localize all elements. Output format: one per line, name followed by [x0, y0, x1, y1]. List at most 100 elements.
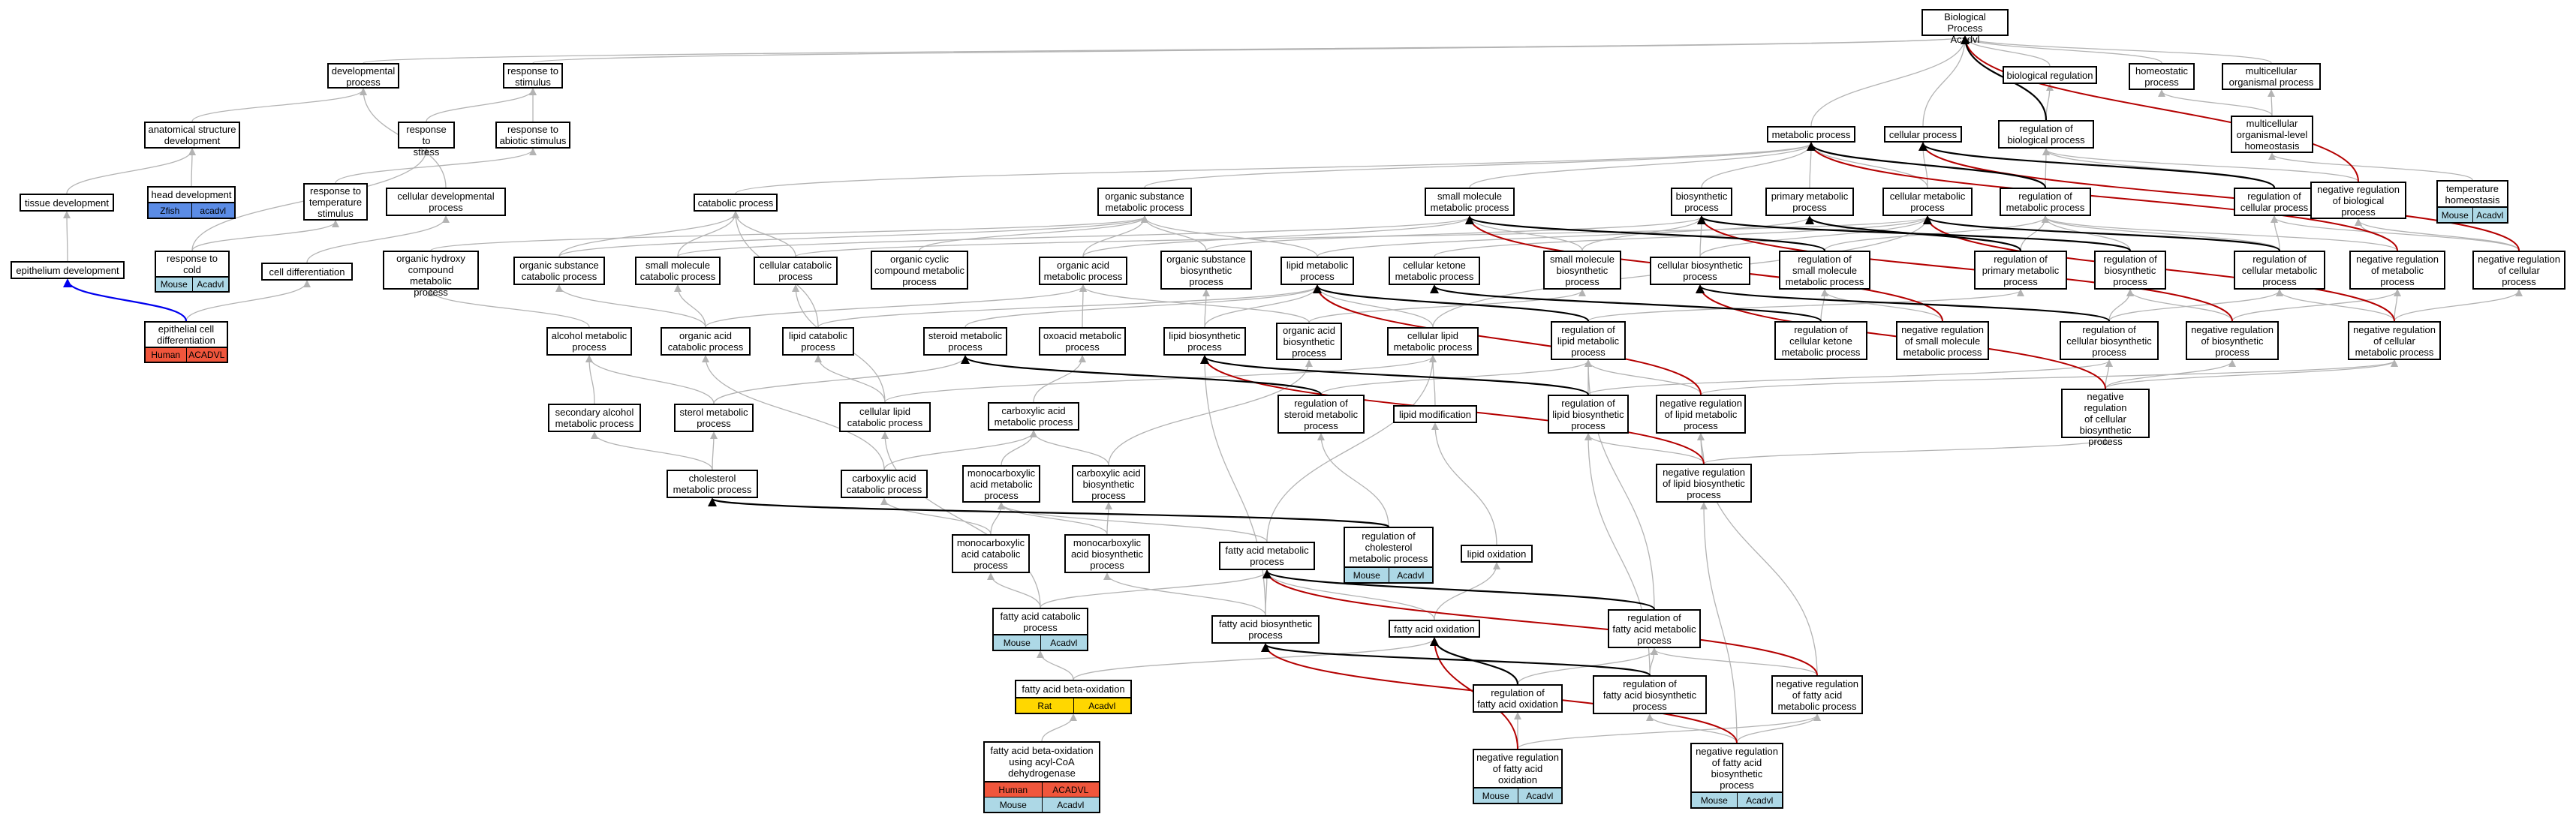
node-secondary-alcohol-metabolic-process[interactable]: secondary alcohol metabolic process — [548, 404, 641, 432]
node-lipid-metabolic-process[interactable]: lipid metabolic process — [1280, 257, 1354, 285]
node-regulation-of-cellular-ketone-metabolic-process[interactable]: regulation of cellular ketone metabolic … — [1774, 321, 1867, 360]
node-metabolic-process[interactable]: metabolic process — [1767, 126, 1855, 143]
node-alcohol-metabolic-process[interactable]: alcohol metabolic process — [546, 327, 632, 356]
node-negative-regulation-of-lipid-metabolic-process[interactable]: negative regulation of lipid metabolic p… — [1656, 395, 1746, 434]
node-carboxylic-acid-biosynthetic-process[interactable]: carboxylic acid biosynthetic process — [1072, 465, 1145, 503]
node-regulation-of-fatty-acid-biosynthetic-process[interactable]: regulation of fatty acid biosynthetic pr… — [1593, 675, 1707, 714]
node-response-to-abiotic-stimulus[interactable]: response to abiotic stimulus — [495, 122, 570, 149]
node-biosynthetic-process[interactable]: biosynthetic process — [1671, 188, 1732, 216]
node-biological-regulation[interactable]: biological regulation — [2003, 66, 2097, 84]
is-a-edge — [1202, 289, 1210, 328]
node-regulation-of-cellular-process[interactable]: regulation of cellular process — [2234, 188, 2315, 216]
node-negative-regulation-of-fatty-acid-biosynthetic-process[interactable]: negative regulation of fatty acid biosyn… — [1690, 743, 1783, 809]
node-negative-regulation-of-lipid-biosynthetic-process[interactable]: negative regulation of lipid biosyntheti… — [1656, 464, 1752, 503]
node-lipid-biosynthetic-process[interactable]: lipid biosynthetic process — [1163, 327, 1246, 356]
node-primary-metabolic-process[interactable]: primary metabolic process — [1765, 188, 1854, 216]
node-negative-regulation-of-biosynthetic-process[interactable]: negative regulation of biosynthetic proc… — [2186, 321, 2279, 360]
node-regulation-of-metabolic-process[interactable]: regulation of metabolic process — [2000, 188, 2091, 216]
node-cellular-catabolic-process[interactable]: cellular catabolic process — [754, 257, 838, 285]
node-organic-cyclic-compound-metabolic-process[interactable]: organic cyclic compound metabolic proces… — [871, 251, 968, 290]
node-regulation-of-cellular-biosynthetic-process[interactable]: regulation of cellular biosynthetic proc… — [2060, 321, 2159, 360]
node-lipid-oxidation[interactable]: lipid oxidation — [1461, 545, 1533, 563]
node-regulation-of-biological-process[interactable]: regulation of biological process — [1998, 120, 2094, 149]
node-negative-regulation-of-cellular-metabolic-process[interactable]: negative regulation of cellular metaboli… — [2348, 321, 2441, 360]
node-negative-regulation-of-small-molecule-metabolic-process[interactable]: negative regulation of small molecule me… — [1896, 321, 1989, 360]
node-organic-substance-metabolic-process[interactable]: organic substance metabolic process — [1097, 188, 1192, 216]
node-lipid-modification[interactable]: lipid modification — [1393, 405, 1477, 423]
node-response-to-temperature-stimulus[interactable]: response to temperature stimulus — [303, 183, 368, 221]
node-sterol-metabolic-process[interactable]: sterol metabolic process — [674, 404, 754, 432]
node-carboxylic-acid-metabolic-process[interactable]: carboxylic acid metabolic process — [988, 402, 1079, 431]
node-small-molecule-metabolic-process[interactable]: small molecule metabolic process — [1425, 188, 1515, 216]
negatively-regulates-edge — [1697, 215, 2233, 322]
node-negative-regulation-of-fatty-acid-metabolic-process[interactable]: negative regulation of fatty acid metabo… — [1771, 675, 1863, 714]
node-negative-regulation-of-metabolic-process[interactable]: negative regulation of metabolic process — [2349, 251, 2445, 290]
node-oxoacid-metabolic-process[interactable]: oxoacid metabolic process — [1039, 327, 1126, 356]
node-fatty-acid-metabolic-process[interactable]: fatty acid metabolic process — [1219, 542, 1315, 570]
node-regulation-of-lipid-biosynthetic-process[interactable]: regulation of lipid biosynthetic process — [1548, 395, 1629, 434]
node-lipid-catabolic-process[interactable]: lipid catabolic process — [782, 327, 854, 356]
node-cellular-process[interactable]: cellular process — [1884, 126, 1962, 143]
node-cellular-developmental-process[interactable]: cellular developmental process — [386, 188, 506, 216]
node-cell-differentiation[interactable]: cell differentiation — [261, 263, 353, 281]
node-carboxylic-acid-catabolic-process[interactable]: carboxylic acid catabolic process — [841, 470, 928, 498]
node-tissue-development[interactable]: tissue development — [20, 194, 114, 212]
node-organic-acid-biosynthetic-process[interactable]: organic acid biosynthetic process — [1276, 323, 1342, 360]
node-multicellular-organismal-process[interactable]: multicellular organismal process — [2222, 63, 2321, 90]
node-small-molecule-catabolic-process[interactable]: small molecule catabolic process — [635, 257, 721, 285]
node-biological-process[interactable]: Biological Process Acadvl — [1921, 9, 2009, 45]
node-organic-substance-biosynthetic-process[interactable]: organic substance biosynthetic process — [1160, 251, 1252, 290]
node-organic-hydroxy-compound-metabolic-process[interactable]: organic hydroxy compound metabolic proce… — [383, 251, 479, 298]
node-negative-regulation-of-cellular-biosynthetic-process[interactable]: negative regulation of cellular biosynth… — [2061, 389, 2150, 447]
node-regulation-of-cholesterol-metabolic-process[interactable]: regulation of cholesterol metabolic proc… — [1344, 527, 1434, 584]
node-regulation-of-primary-metabolic-process[interactable]: regulation of primary metabolic process — [1974, 251, 2067, 290]
node-label: regulation of primary metabolic process — [1982, 253, 2060, 287]
node-monocarboxylic-acid-metabolic-process[interactable]: monocarboxylic acid metabolic process — [962, 465, 1040, 503]
node-catabolic-process[interactable]: catabolic process — [694, 194, 778, 212]
node-negative-regulation-of-biological-process[interactable]: negative regulation of biological proces… — [2310, 182, 2406, 219]
node-regulation-of-fatty-acid-oxidation[interactable]: regulation of fatty acid oxidation — [1473, 684, 1563, 713]
node-monocarboxylic-acid-catabolic-process[interactable]: monocarboxylic acid catabolic process — [952, 534, 1030, 573]
node-multicellular-organismal-homeostasis[interactable]: multicellular organismal-level homeostas… — [2231, 116, 2313, 153]
node-cellular-biosynthetic-process[interactable]: cellular biosynthetic process — [1650, 257, 1750, 285]
is-a-edge — [1204, 284, 1321, 328]
node-anatomical-structure-development[interactable]: anatomical structure development — [144, 122, 240, 149]
node-epithelium-development[interactable]: epithelium development — [11, 261, 125, 279]
node-fatty-acid-oxidation[interactable]: fatty acid oxidation — [1389, 620, 1480, 638]
node-cellular-lipid-catabolic-process[interactable]: cellular lipid catabolic process — [839, 402, 931, 432]
node-cholesterol-metabolic-process[interactable]: cholesterol metabolic process — [667, 470, 758, 498]
node-monocarboxylic-acid-biosynthetic-process[interactable]: monocarboxylic acid biosynthetic process — [1064, 534, 1150, 573]
node-organic-substance-catabolic-process[interactable]: organic substance catabolic process — [513, 257, 605, 285]
node-negative-regulation-of-fatty-acid-oxidation[interactable]: negative regulation of fatty acid oxidat… — [1473, 749, 1563, 804]
node-small-molecule-biosynthetic-process[interactable]: small molecule biosynthetic process — [1543, 251, 1621, 290]
node-cellular-metabolic-process[interactable]: cellular metabolic process — [1882, 188, 1973, 216]
node-response-to-stress[interactable]: response to stress — [398, 122, 455, 158]
node-regulation-of-fatty-acid-metabolic-process[interactable]: regulation of fatty acid metabolic proce… — [1608, 609, 1701, 648]
node-regulation-of-cellular-metabolic-process[interactable]: regulation of cellular metabolic process — [2234, 251, 2325, 290]
node-regulation-of-steroid-metabolic-process[interactable]: regulation of steroid metabolic process — [1277, 395, 1365, 434]
node-fatty-acid-beta-oxidation-using-acyl-coa-dehydrogenase[interactable]: fatty acid beta-oxidation using acyl-CoA… — [983, 741, 1100, 813]
node-organic-acid-metabolic-process[interactable]: organic acid metabolic process — [1039, 257, 1127, 285]
node-negative-regulation-of-cellular-process[interactable]: negative regulation of cellular process — [2472, 251, 2565, 290]
is-a-edge — [1810, 35, 1969, 127]
node-response-to-stimulus[interactable]: response to stimulus — [503, 63, 563, 89]
node-homeostatic-process[interactable]: homeostatic process — [2129, 63, 2195, 90]
node-cellular-ketone-metabolic-process[interactable]: cellular ketone metabolic process — [1389, 257, 1480, 285]
node-cellular-lipid-metabolic-process[interactable]: cellular lipid metabolic process — [1387, 327, 1479, 356]
negatively-regulates-edge — [1313, 284, 1702, 395]
regulates-edge — [1918, 142, 2276, 188]
node-organic-acid-catabolic-process[interactable]: organic acid catabolic process — [661, 327, 751, 356]
node-regulation-of-small-molecule-metabolic-process[interactable]: regulation of small molecule metabolic p… — [1779, 251, 1870, 290]
node-developmental-process[interactable]: developmental process — [327, 63, 399, 89]
node-steroid-metabolic-process[interactable]: steroid metabolic process — [923, 327, 1007, 356]
node-fatty-acid-biosynthetic-process[interactable]: fatty acid biosynthetic process — [1211, 615, 1320, 644]
node-regulation-of-lipid-metabolic-process[interactable]: regulation of lipid metabolic process — [1551, 321, 1626, 360]
is-a-edge — [883, 430, 1037, 470]
node-regulation-of-biosynthetic-process[interactable]: regulation of biosynthetic process — [2094, 251, 2166, 290]
